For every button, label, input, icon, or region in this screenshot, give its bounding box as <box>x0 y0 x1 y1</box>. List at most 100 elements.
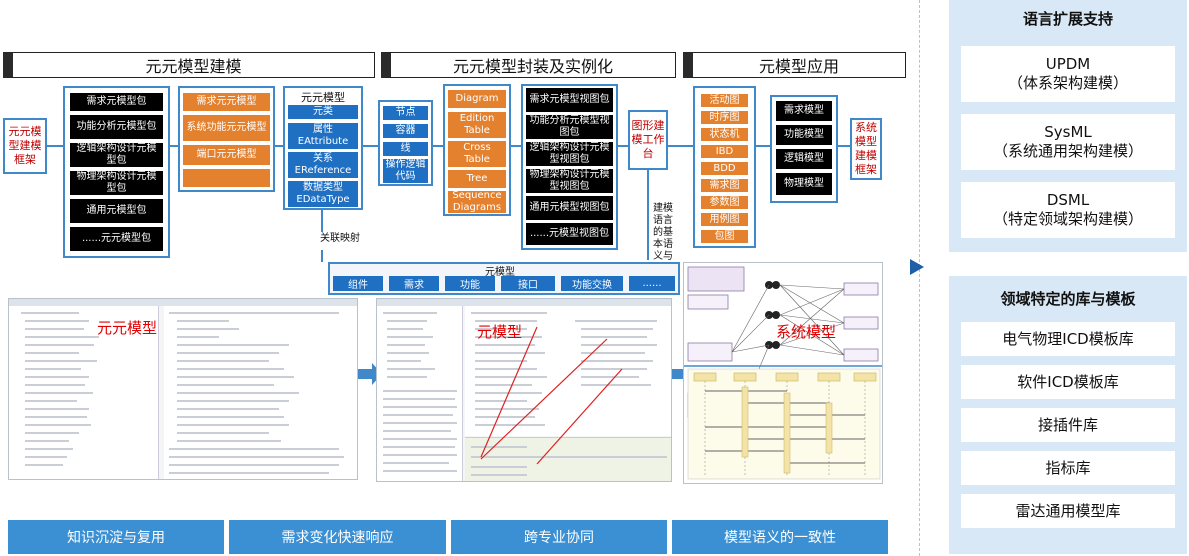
system-model-diagram <box>684 266 882 480</box>
section-divider <box>919 0 920 556</box>
app-diagram-use-case: 用例图 <box>701 213 748 226</box>
library-software-icd: 软件ICD模板库 <box>961 365 1175 399</box>
left-side-label-text: 元元模型建模框架 <box>8 125 42 166</box>
app-diagram-label: 包图 <box>714 230 735 242</box>
mm-package-label: 逻辑架构设计元模型包 <box>76 143 157 166</box>
app-diagram-label: 参数图 <box>709 196 740 208</box>
language-name: DSML <box>1046 191 1090 209</box>
diagram-type-label: Tree <box>466 173 488 184</box>
app-diagram-label: 时序图 <box>709 111 740 123</box>
library-label: 电气物理ICD模板库 <box>1002 329 1134 348</box>
view-package-physical: 物理架构设计元模型视图包 <box>526 169 613 193</box>
header-label: 元模型应用 <box>758 57 839 76</box>
view-package-label: 通用元模型视图包 <box>529 202 610 213</box>
meta-class-item-datatype: 数据类型 EDataType <box>288 181 358 207</box>
library-label: 接插件库 <box>1037 415 1098 434</box>
bottom-bar-semantic-consistency: 模型语义的一致性 <box>672 520 888 554</box>
right-arrow-icon <box>910 259 924 275</box>
mm-package-common: 通用元模型包 <box>70 199 163 223</box>
app-diagram-label: 需求图 <box>709 179 740 191</box>
element-label: 线 <box>400 143 411 154</box>
meta-class-title: 元元模型 <box>301 91 345 104</box>
diagram-type-label: Diagram <box>455 93 499 104</box>
view-package-common: 通用元模型视图包 <box>526 196 613 220</box>
diagram-type-diagram: Diagram <box>448 90 506 108</box>
meta-class-item-label: 关系 EReference <box>294 153 352 176</box>
mm-package-requirement: 需求元模型包 <box>70 93 163 111</box>
diagram-type-sequence: Sequence Diagrams <box>448 190 506 213</box>
library-connector: 接插件库 <box>961 408 1175 442</box>
app-model-physical: 物理模型 <box>776 173 832 195</box>
mm-package-logical: 逻辑架构设计元模型包 <box>70 143 163 167</box>
right-side-label-text: 系统模型建模框架 <box>855 121 877 176</box>
bottom-bar-requirement-response: 需求变化快速响应 <box>229 520 446 554</box>
screenshot-title-system: 系统模型 <box>776 323 837 341</box>
screenshot-title-meta: 元模型 <box>477 323 523 341</box>
app-diagram-label: 用例图 <box>709 213 740 225</box>
view-package-logical: 逻辑架构设计元模型视图包 <box>526 142 613 166</box>
bottom-bar-collaboration: 跨专业协同 <box>451 520 667 554</box>
header-label: 元元模型封装及实例化 <box>452 57 613 76</box>
header-label: 元元模型建模 <box>145 57 242 76</box>
meta-model-item-function-exchange: 功能交换 <box>561 276 623 291</box>
view-package-label: 逻辑架构设计元模型视图包 <box>529 142 610 165</box>
element-logic-code: 操作逻辑代码 <box>383 159 428 183</box>
bottom-bar-label: 跨专业协同 <box>524 530 594 546</box>
diagram-type-tree: Tree <box>448 170 506 188</box>
app-diagram-package: 包图 <box>701 230 748 243</box>
library-radar-model: 雷达通用模型库 <box>961 494 1175 528</box>
element-label: 节点 <box>395 107 416 118</box>
language-desc: （体系架构建模） <box>1007 74 1128 92</box>
meta-model-item-interface: 接口 <box>501 276 555 291</box>
view-package-label: 需求元模型视图包 <box>529 94 610 105</box>
app-model-logical: 逻辑模型 <box>776 149 832 169</box>
library-label: 指标库 <box>1045 458 1091 477</box>
element-node: 节点 <box>383 106 428 120</box>
language-box-updm: UPDM （体系架构建模） <box>961 46 1175 102</box>
left-side-label: 元元模型建模框架 <box>3 118 47 174</box>
app-model-requirement: 需求模型 <box>776 101 832 121</box>
screenshot-toolbar <box>377 299 671 306</box>
meta-model-item-label: 功能 <box>460 280 480 291</box>
meta-model-item-requirement: 需求 <box>389 276 439 291</box>
mm-package-label: ......元元模型包 <box>81 233 152 244</box>
semantic-note: 建模语言的基本语义与元素 <box>653 203 673 274</box>
app-diagram-label: BDD <box>713 162 736 174</box>
diagram-type-label: Cross Table <box>463 142 491 165</box>
view-package-label: 功能分析元模型视图包 <box>529 115 610 138</box>
bottom-bar-knowledge: 知识沉淀与复用 <box>8 520 224 554</box>
meta-model-item-label: 需求 <box>404 280 424 291</box>
element-label: 操作逻辑代码 <box>385 159 426 182</box>
header-application: 元模型应用 <box>683 52 906 78</box>
view-package-function: 功能分析元模型视图包 <box>526 115 613 139</box>
bottom-bar-label: 需求变化快速响应 <box>281 530 394 546</box>
mm-model-function: 系统功能元元模型 <box>183 115 270 141</box>
mm-model-requirement: 需求元元模型 <box>183 93 270 111</box>
meta-meta-model-screenshot: 元元模型 <box>8 298 358 480</box>
view-package-more: ......元模型视图包 <box>526 223 613 245</box>
mm-model-label: 端口元元模型 <box>196 149 257 160</box>
app-diagram-label: IBD <box>715 145 734 157</box>
workbench-label-text: 图形建模工作台 <box>631 119 665 160</box>
domain-library-title: 领域特定的库与模板 <box>1000 289 1136 308</box>
bottom-bar-label: 知识沉淀与复用 <box>67 530 165 546</box>
app-diagram-sequence: 时序图 <box>701 111 748 124</box>
mm-package-function: 功能分析元模型包 <box>70 115 163 139</box>
app-model-label: 功能模型 <box>784 129 824 140</box>
element-line: 线 <box>383 142 428 156</box>
app-diagram-activity: 活动图 <box>701 94 748 107</box>
language-box-sysml: SysML （系统通用架构建模） <box>961 114 1175 170</box>
meta-class-item-label: 数据类型 EDataType <box>296 182 350 205</box>
diagram-type-cross-table: Cross Table <box>448 141 506 167</box>
mapping-label: 关联映射 <box>320 233 360 244</box>
screenshot-properties-pane <box>465 437 671 481</box>
header-encapsulation: 元元模型封装及实例化 <box>381 52 676 78</box>
mm-package-label: 功能分析元模型包 <box>76 121 157 132</box>
view-package-label: ......元模型视图包 <box>529 228 610 239</box>
meta-model-item-label: 接口 <box>518 280 538 291</box>
screenshot-toolbar <box>9 299 357 306</box>
meta-model-screenshot: 元模型 <box>376 298 672 482</box>
app-model-function: 功能模型 <box>776 125 832 145</box>
screenshot-tree-pane <box>377 306 463 481</box>
mm-model-label: 系统功能元元模型 <box>186 122 267 133</box>
